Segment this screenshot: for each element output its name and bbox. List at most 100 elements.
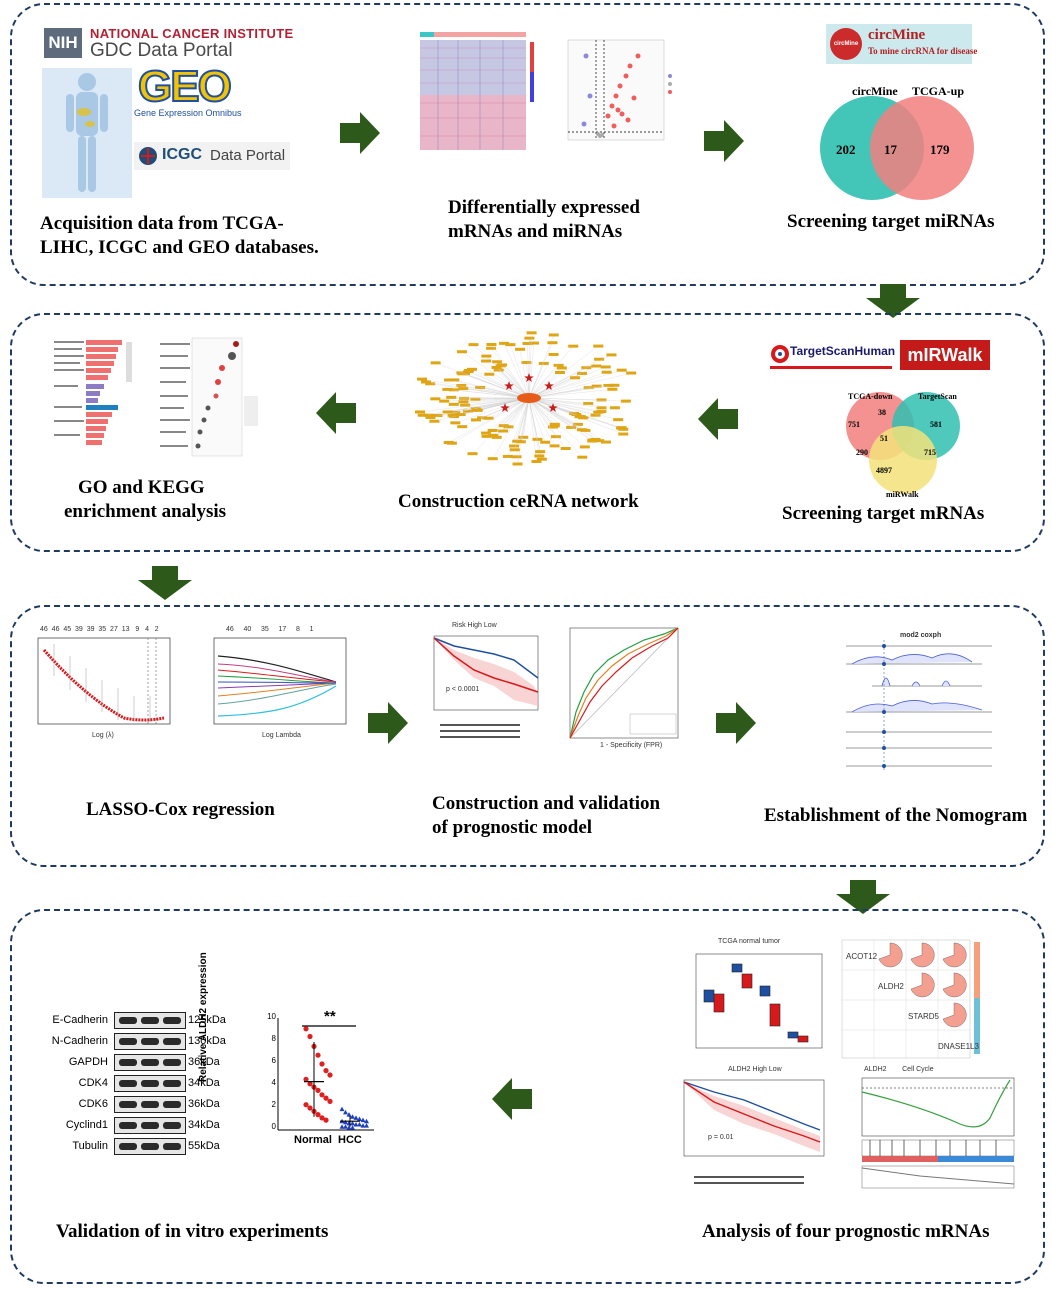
nih-badge: NIH — [44, 28, 82, 58]
wb-protein-label: CDK6 — [78, 1098, 108, 1110]
network-edge — [448, 379, 530, 399]
network-edge — [528, 385, 615, 399]
human-body-figure — [42, 68, 132, 198]
network-edge — [528, 397, 599, 413]
wb-protein-label: CDK4 — [78, 1077, 108, 1089]
network-edge — [528, 334, 554, 399]
network-mrna-node — [626, 371, 637, 375]
network-mrna-node — [499, 341, 510, 345]
network-edge — [519, 349, 530, 399]
lasso-cv-thumbnail — [14, 626, 174, 746]
wb-size-label: 130kDa — [188, 1035, 226, 1047]
network-mrna-node — [591, 384, 602, 388]
network-edge — [462, 397, 530, 427]
caption-screening-mrna: Screening target mRNAs — [782, 503, 985, 524]
dot-normal — [303, 1026, 309, 1032]
network-mrna-node — [609, 383, 620, 387]
network-mrna-node — [456, 371, 467, 375]
geo-logo: GEO Gene Expression Omnibus — [134, 61, 244, 124]
network-mrna-node — [511, 455, 522, 459]
network-mrna-node — [483, 416, 494, 420]
circmine-badge: circMine — [830, 28, 862, 60]
wb-lane-band — [163, 1059, 181, 1066]
dot-hcc — [353, 1122, 359, 1127]
dot-normal — [319, 1092, 325, 1098]
heatmap-gene-dnase1l3: DNASE1L3 — [938, 1042, 979, 1051]
network-mrna-node — [603, 383, 614, 387]
network-mrna-node — [534, 454, 545, 458]
network-mrna-node — [540, 440, 551, 444]
gdc-label: GDC Data Portal — [90, 40, 233, 61]
network-mrna-node — [492, 360, 503, 364]
lasso-coef-xlabel: Log Lambda — [262, 732, 301, 739]
targetscan-logo: TargetScanHuman — [770, 342, 895, 369]
circmine-logo: circMine circMine To mine circRNA for di… — [826, 24, 977, 64]
network-edge — [486, 355, 530, 399]
network-edge — [528, 397, 540, 456]
dot-normal — [303, 1076, 309, 1082]
wb-lane-band — [163, 1017, 181, 1024]
wb-band — [114, 1096, 186, 1113]
network-mrna-node — [609, 406, 620, 410]
network-mrna-node — [475, 385, 486, 389]
aldh2-dotplot — [277, 1018, 374, 1131]
network-mrna-node — [547, 341, 558, 345]
wb-lane-band — [141, 1080, 159, 1087]
wb-lane-band — [119, 1122, 137, 1129]
network-mrna-node — [596, 406, 607, 410]
network-mrna-node — [583, 402, 594, 406]
gsea-title: ALDH2 Cell Cycle — [864, 1066, 934, 1073]
network-mrna-node — [560, 447, 571, 451]
wb-size-label: 125kDa — [188, 1014, 226, 1026]
network-edge — [528, 342, 553, 399]
network-mrna-node — [553, 363, 564, 367]
network-mrna-node — [600, 440, 611, 444]
venn-mirna-diagram — [820, 96, 974, 200]
network-mrna-node — [526, 331, 537, 335]
dot-hcc — [350, 1125, 355, 1130]
network-edge — [435, 362, 530, 399]
dot-normal — [315, 1112, 321, 1118]
network-edge — [422, 378, 530, 399]
venn-mrna-ac: 290 — [856, 448, 868, 457]
network-mrna-node — [577, 371, 588, 375]
panel-network — [10, 313, 1045, 552]
network-mrna-node — [509, 448, 520, 452]
dot-normal — [327, 1072, 333, 1078]
network-edge — [426, 381, 530, 399]
wb-lane-band — [119, 1143, 137, 1150]
network-mrna-node — [502, 454, 513, 458]
network-mrna-node — [572, 422, 583, 426]
network-mrna-node — [536, 457, 547, 461]
panel-model — [10, 605, 1045, 867]
dotplot-ytick: 8 — [271, 1034, 276, 1043]
targetscan-target-icon — [771, 345, 789, 363]
network-mirna-node — [504, 381, 514, 390]
cerna-network-graph — [414, 331, 637, 466]
network-mrna-node — [574, 415, 585, 419]
dot-hcc — [353, 1115, 359, 1120]
network-edge — [528, 397, 593, 442]
network-mrna-node — [450, 410, 461, 414]
network-mrna-node — [593, 410, 604, 414]
network-mrna-node — [486, 342, 497, 346]
dot-hcc — [343, 1119, 348, 1125]
network-mrna-node — [606, 353, 617, 357]
network-mrna-node — [522, 341, 533, 345]
network-mrna-node — [459, 396, 470, 400]
network-edge — [471, 369, 530, 399]
network-mrna-node — [607, 387, 618, 391]
network-edge — [520, 397, 530, 442]
network-mrna-node — [515, 347, 526, 351]
venn-mirna-left-only: 202 — [836, 142, 856, 157]
wb-lane-band — [119, 1059, 137, 1066]
wb-size-label: 36kDa — [188, 1056, 220, 1068]
network-edge — [514, 397, 530, 450]
caption-prognostic-1: Construction and validation — [432, 793, 661, 814]
network-circrna-node — [517, 393, 541, 403]
network-mrna-node — [549, 424, 560, 428]
network-mrna-node — [549, 444, 560, 448]
lasso-coef-thumbnail — [186, 626, 352, 746]
network-mirna-node — [500, 403, 510, 412]
